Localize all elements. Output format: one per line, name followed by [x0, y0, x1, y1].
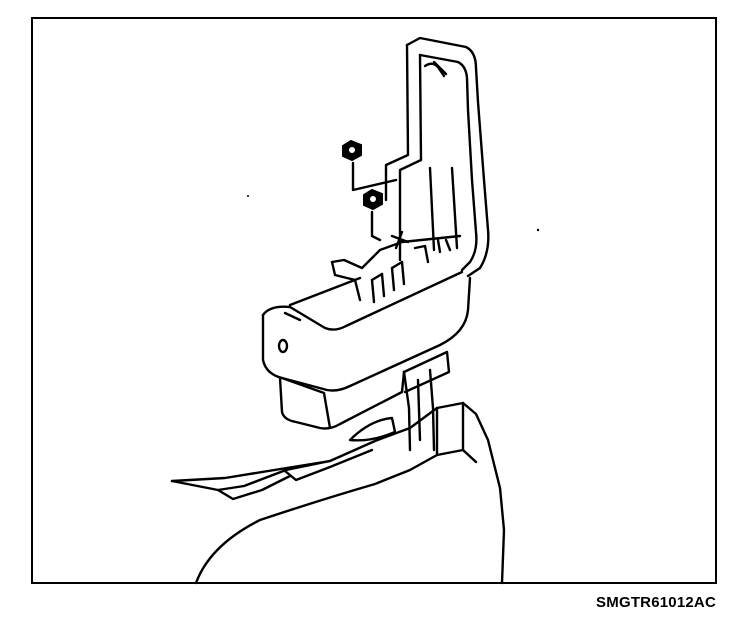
armrest-post	[402, 368, 436, 452]
bolt-icon	[363, 188, 383, 211]
leader-lines	[351, 161, 398, 242]
figure-code: SMGTR61012AC	[596, 594, 716, 611]
storage-box	[261, 270, 472, 430]
speckles	[247, 195, 540, 232]
armrest-lid	[384, 36, 490, 278]
box-interior	[288, 230, 462, 307]
bolt-icon	[342, 139, 362, 162]
floor-console	[170, 401, 506, 585]
